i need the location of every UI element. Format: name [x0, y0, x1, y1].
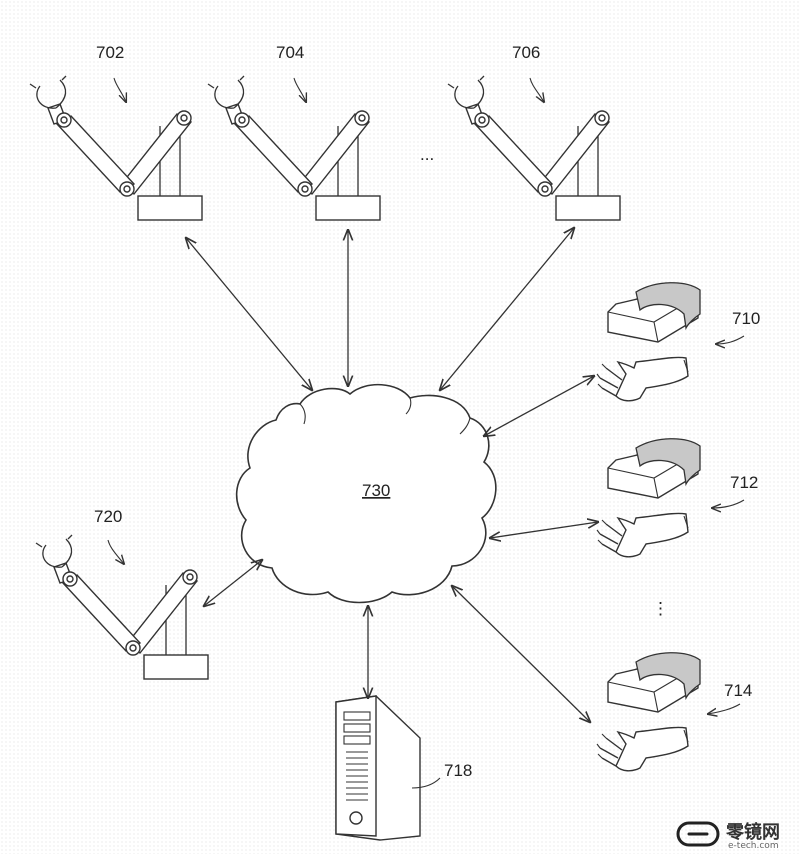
cloud-network-730: [235, 383, 497, 604]
ref-label-710: 710: [732, 309, 760, 328]
link-712-cloud: [490, 522, 598, 538]
ref-label-730: 730: [362, 481, 390, 500]
robot-arm-706-icon: [447, 75, 621, 221]
watermark-title: 零镜网: [726, 822, 780, 843]
robot-arm-704-icon: [207, 75, 381, 221]
watermark-subtitle: e-tech.com: [728, 841, 779, 851]
link-706-cloud: [440, 228, 574, 390]
ref-label-704: 704: [276, 43, 304, 62]
link-710-cloud: [484, 376, 594, 436]
link-702-cloud: [186, 238, 312, 390]
vr-headset-glove-710-icon: [596, 282, 701, 402]
ref-label-718: 718: [444, 761, 472, 780]
watermark: 零镜网 e-tech.com: [676, 818, 800, 854]
ref-label-712: 712: [730, 473, 758, 492]
ellipsis-robots: ...: [420, 145, 434, 164]
ref-label-714: 714: [724, 681, 752, 700]
leader-lines: [107, 77, 745, 789]
link-720-cloud: [204, 560, 262, 606]
ref-label-720: 720: [94, 507, 122, 526]
server-718-icon: [335, 695, 421, 841]
vr-headset-glove-714-icon: [596, 652, 701, 772]
robot-arm-702-icon: [29, 75, 203, 221]
ref-label-702: 702: [96, 43, 124, 62]
watermark-logo-icon: [676, 821, 720, 847]
robot-arm-720-icon: [35, 534, 209, 680]
vr-headset-glove-712-icon: [596, 438, 701, 558]
ref-label-706: 706: [512, 43, 540, 62]
link-714-cloud: [452, 586, 590, 722]
ellipsis-users: ⋮: [652, 599, 669, 618]
